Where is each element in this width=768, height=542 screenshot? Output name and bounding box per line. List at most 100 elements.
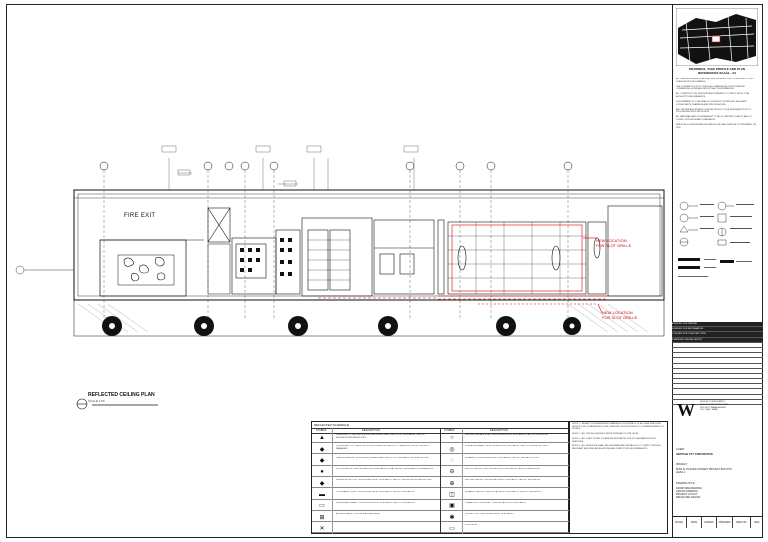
legend-row: ▭LOW LEVEL [441, 523, 569, 534]
drawing-title-label: DRAWING TITLE [676, 482, 695, 485]
cell-date: DATE [687, 517, 702, 528]
legend-symbol-icon: ✕ [319, 525, 325, 532]
revision-row-empty [672, 389, 763, 395]
revision-row-empty [672, 379, 763, 385]
title-block-cells: SCALE DATE DRAWN CHECKED DWG NO. REV [672, 516, 763, 539]
legend-row: ● FLOOR GRILLE - SPECIFICATION BY SPECIAL… [312, 467, 440, 477]
revision-row: B ISSUED FOR INFORMATION [672, 327, 763, 333]
legend-description: ACCESS PANEL - PROVIDE AS REQUIRED. [336, 513, 381, 516]
legend-row: ▭ SUSPENDED PANEL - SPECIFICATION BY SPEC… [312, 501, 440, 511]
legend-symbol-icon: ○ [450, 435, 454, 441]
note-1: NOTE 1 : REFER TO ENGINEERING DRAWINGS F… [572, 423, 664, 431]
legend-description: LINE EXTENSION - SPECIFICATION AND WALL … [336, 456, 430, 459]
legend-description [336, 524, 434, 532]
cell-checked: CHECKED [717, 517, 733, 528]
legend-description: SPEAKER - SPECIFICATION BY SPECIALIST. L… [465, 456, 540, 459]
legend-title: REFLECTED SCHEDULE [314, 423, 350, 427]
legend-description: SPRINKLER HEAD - SPECIFICATION BY SPECIA… [465, 445, 549, 448]
revision-row-empty [672, 358, 763, 364]
key-plan-map [676, 8, 758, 66]
tb-note: SERVICES LOCATIONS ARE INDICATIVE ONLY A… [676, 124, 756, 129]
project-name: BURJ AL HUSAINI CONCEPT PROJECT BAH HITS… [676, 468, 732, 474]
title-block-symbol-legend [678, 201, 754, 277]
revision-row-empty [672, 400, 763, 405]
client-name: HERITAGE CITY CORPORATION [676, 453, 713, 456]
legend-row: ✕ [312, 523, 440, 534]
new-location-note-2: NEW LOCATION FOR SLOT GRILLE [602, 310, 638, 320]
cell-drawn: DRAWN [702, 517, 717, 528]
firm-logo: W [677, 400, 695, 420]
legend-row: ✱PROJECTOR - SPECIFICATION BY SPECIALIST… [441, 512, 569, 523]
revision-row: D REVISED CEILING LAYOUT [672, 337, 763, 343]
legend-row: ⊖ SUPPLY GRILLE - SPECIFICATION BY SPECIA… [441, 467, 569, 477]
tb-note: THIS DRAWING IS TO BE READ IN CONJUNCTIO… [676, 101, 747, 106]
legend-description: SUSPENDED PANEL - SPECIFICATION BY SPECI… [336, 501, 416, 504]
firm-details: DESIGN CONSULTANTS INTERIOR ARCHITECTURE… [700, 401, 729, 412]
reflected-schedule-legend: REFLECTED SCHEDULE SYMBOL DESCRIPTION SY… [311, 421, 569, 534]
legend-symbol-icon: ◆ [319, 458, 325, 465]
legend-description: CONCEALED STRIP - SPECIFICATION BY SPECI… [336, 490, 415, 493]
revision-row-empty [672, 395, 763, 400]
legend-description: FLOOR GRILLE - SPECIFICATION BY SPECIALI… [336, 467, 434, 470]
revision-row-empty [672, 364, 763, 369]
legend-description: RETURN GRILLE - SPECIFICATION BY SPECIAL… [465, 479, 541, 482]
legend-description: GROUND ESCAPE SIGN - SPECIFICATION BY SP… [465, 434, 549, 436]
legend-description: SMOKE DETECTOR - SPECIFICATION BY SPECIA… [336, 479, 433, 482]
sheet-border [6, 4, 763, 538]
revision-row: A ISSUED FOR TENDER [672, 322, 763, 328]
legend-row: ◆ SMOKE DETECTOR - SPECIFICATION BY SPECI… [312, 478, 440, 489]
general-notes: NOTE 1 : REFER TO ENGINEERING DRAWINGS F… [569, 421, 668, 534]
note-3: NOTE 3 : ALL LIGHT FIXING LOCATIONS INDI… [572, 437, 656, 443]
legend-symbol-icon: ⊞ [319, 514, 325, 521]
legend-symbol-icon: ◆ [319, 480, 325, 487]
revision-row: C ISSUED FOR CONSTRUCTION [672, 332, 763, 338]
revision-table: A ISSUED FOR TENDER B ISSUED FOR INFORMA… [672, 322, 763, 405]
legend-symbol-icon: ⊕ [449, 480, 455, 487]
cell-rev: REV [754, 521, 760, 524]
legend-symbol-icon: ▭ [319, 503, 325, 510]
legend-description: SUPPLY GRILLE - SPECIFICATION BY SPECIAL… [465, 467, 540, 470]
legend-row: ▲EMERGENCY LIGHTING SPECIFICATION AND WA… [312, 433, 440, 443]
legend-symbol-icon: ◌ [450, 457, 454, 464]
plan-scale: SCALE 1:50 [88, 399, 105, 403]
revision-row-empty [672, 384, 763, 390]
legend-row: ⊞ ACCESS PANEL - PROVIDE AS REQUIRED. [312, 512, 440, 523]
revision-row-empty [672, 343, 763, 348]
cell-dwg-no: DWG NO. [733, 517, 751, 528]
legend-symbol-icon: ▭ [449, 525, 455, 532]
note-2: NOTE 2 : ALL CEILING HEIGHTS FROM FINISH… [572, 433, 640, 436]
client-label: CLIENT [676, 448, 685, 451]
legend-col-symbol: SYMBOL [316, 429, 327, 432]
tb-note: THE CONTRACTOR IS TO CHECK ALL DIMENSION… [676, 85, 745, 91]
project-label: PROJECT [676, 463, 688, 466]
legend-symbol-icon: ◎ [449, 446, 455, 453]
new-location-note-1: NEW LOCATION FOR SLOT GRILLE [596, 238, 632, 248]
legend-description: PROJECTOR - SPECIFICATION BY SPECIALIST. [465, 513, 515, 516]
tb-note: ALL CONSTRUCTION, SERVICES AND FINISHES … [676, 93, 750, 98]
legend-symbol-icon: ● [320, 468, 324, 475]
revision-row-empty [672, 369, 763, 374]
tb-note: ALL MATERIALS AND WORKMANSHIP TO BE OF T… [676, 116, 752, 122]
legend-col-symbol-2: SYMBOL [444, 429, 455, 432]
cell-scale: SCALE [672, 517, 687, 528]
legend-row: ◫EXHAUST GRILLE - SPECIFICATION BY SPECI… [441, 490, 569, 500]
plan-title: REFLECTED CEILING PLAN [88, 392, 155, 398]
title-block-notes: ALL DIMENSIONS ARE IN MILLIMETRES UNLESS… [676, 78, 758, 196]
legend-description: EXHAUST GRILLE - SPECIFICATION BY SPECIA… [465, 490, 542, 493]
note-4: NOTE 4 : ALL SERVICES SHALL BE DESIGNED … [572, 445, 662, 450]
legend-row: ◎ SPRINKLER HEAD - SPECIFICATION BY SPECI… [441, 444, 569, 455]
legend-symbol-icon: ▲ [319, 435, 325, 441]
drawing-title: FURNITURE DRAWING CEILING DRAWING PROJEC… [676, 487, 702, 499]
legend-row: ⊕ RETURN GRILLE - SPECIFICATION BY SPECIA… [441, 478, 569, 489]
tb-note: ALL DIMENSIONS ARE IN MILLIMETRES UNLESS… [676, 78, 755, 83]
legend-symbol-icon: ⊖ [449, 469, 455, 476]
legend-description: DOWNLIGHT TO COMPLY WITH SPECIFICATION. … [336, 445, 430, 450]
revision-row-empty [672, 374, 763, 380]
legend-row: ◆DOWNLIGHT TO COMPLY WITH SPECIFICATION.… [312, 444, 440, 455]
title-block [672, 4, 763, 538]
fire-exit-label: FIRE EXIT [124, 213, 156, 219]
revision-row-empty [672, 348, 763, 354]
legend-row: ▬CONCEALED STRIP - SPECIFICATION BY SPEC… [312, 490, 440, 500]
reflected-ceiling-plan [15, 145, 665, 410]
